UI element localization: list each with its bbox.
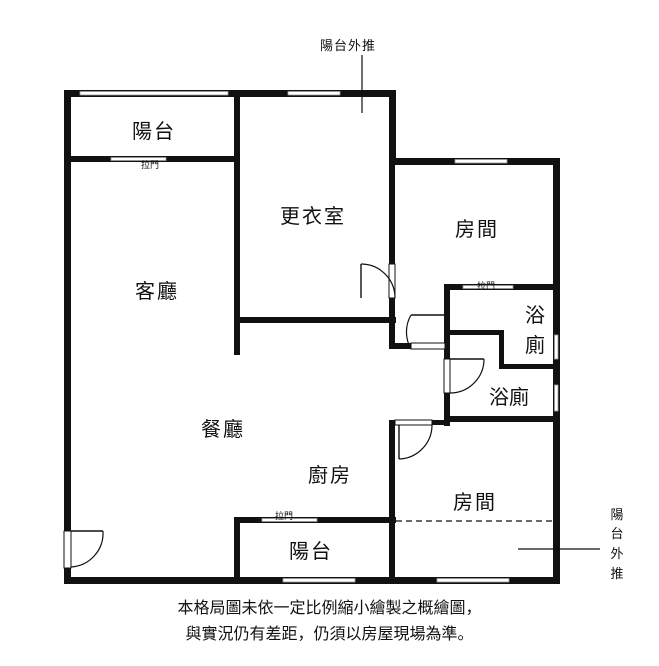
right-note-char: 陽	[610, 508, 623, 523]
room-label-kitchen: 廚房	[308, 463, 352, 487]
room-label-bathroom-1-top: 浴	[525, 303, 545, 327]
window	[436, 578, 510, 583]
disclaimer-line-2: 與實況仍有差距，仍須以房屋現場為準。	[185, 624, 474, 643]
sliding-door	[110, 157, 167, 161]
window	[287, 91, 341, 96]
sliding-door-label: 拉門	[275, 510, 293, 522]
room-label-dressing-room: 更衣室	[280, 204, 346, 228]
right-balcony-extension-note: 陽 台 外 推	[610, 508, 623, 582]
door	[360, 263, 396, 299]
window	[454, 159, 508, 164]
room-label-bedroom-bottom: 房間	[453, 490, 497, 514]
door	[443, 358, 485, 394]
right-note-char: 外	[610, 547, 623, 562]
top-balcony-extension-note: 陽台外推	[320, 39, 376, 54]
sliding-door-label: 拉門	[477, 280, 495, 292]
right-note-char: 台	[610, 527, 623, 542]
sliding-door	[261, 518, 318, 522]
sliding-door	[462, 285, 514, 289]
window	[282, 578, 356, 583]
window	[554, 334, 559, 360]
room-label-balcony-bottom: 陽台	[289, 539, 333, 563]
room-label-living-room: 客廳	[135, 279, 179, 303]
windows	[79, 91, 559, 583]
hinged-doors	[63, 263, 485, 569]
room-label-dining-room: 餐廳	[201, 417, 245, 441]
room-label-bathroom-2: 浴廁	[489, 385, 529, 409]
door	[394, 419, 433, 460]
window	[554, 384, 559, 412]
door	[63, 530, 104, 569]
sliding-doors	[110, 157, 514, 522]
disclaimer: 本格局圖未依一定比例縮小繪製之概繪圖， 與實況仍有差距，仍須以房屋現場為準。	[0, 595, 659, 647]
room-label-bathroom-1-bottom: 廁	[525, 333, 545, 357]
sliding-door-label: 拉門	[141, 159, 159, 171]
door	[405, 314, 446, 350]
room-label-balcony-top: 陽台	[132, 119, 176, 143]
disclaimer-line-1: 本格局圖未依一定比例縮小繪製之概繪圖，	[177, 598, 482, 617]
room-label-bedroom-top: 房間	[455, 217, 499, 241]
window	[79, 91, 229, 96]
right-note-char: 推	[610, 567, 623, 582]
